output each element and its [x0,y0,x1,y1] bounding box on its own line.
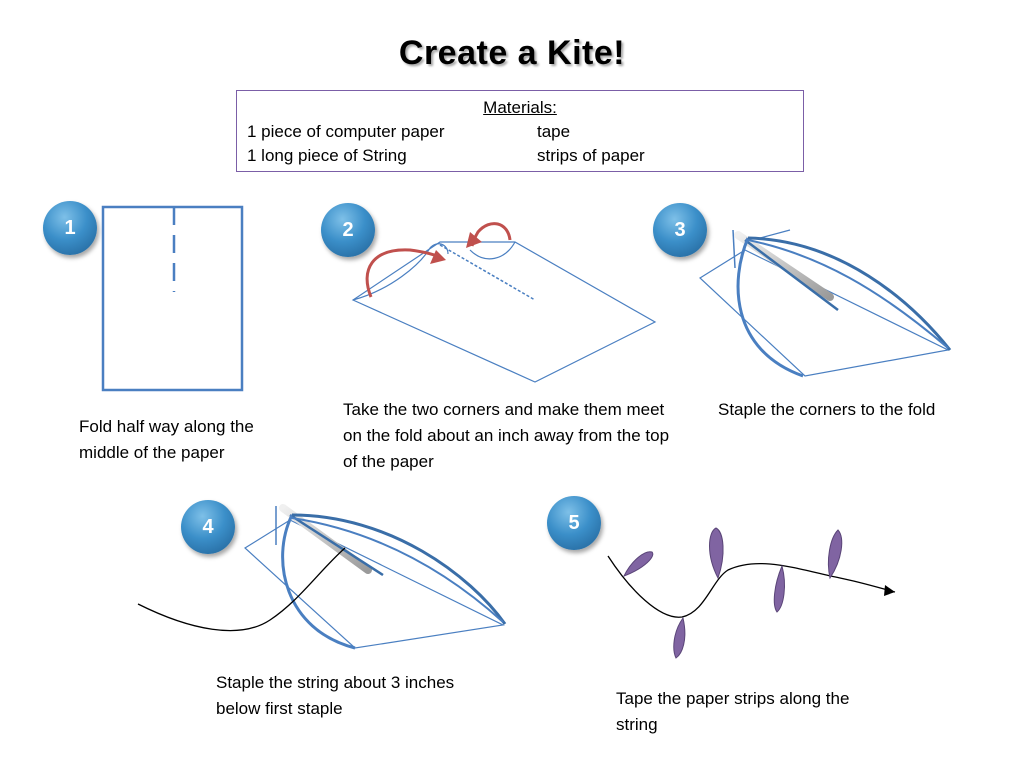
material-item: tape [537,122,571,141]
materials-box: Materials: 1 piece of computer paper tap… [236,90,804,172]
step-3-badge: 3 [653,203,707,257]
paper-strip [773,564,785,613]
paper-strip [622,551,654,577]
kite-string [137,547,346,632]
step-5-caption: Tape the paper strips along the string [616,689,850,734]
page-title: Create a Kite! [398,34,626,72]
step-1-paper-illustration [101,205,244,392]
step-2-folding-illustration [351,222,657,383]
string-end-arrow [884,585,895,596]
step-4-badge: 4 [181,500,235,554]
material-item: strips of paper [537,146,645,165]
paper-strip [827,529,843,580]
curved-arrow-left [365,248,442,298]
paper-sheet [101,205,244,392]
materials-heading: Materials: [483,98,557,117]
kite-outline [244,519,505,649]
step-5-tail-illustration [607,527,896,659]
folded-corner-left [352,243,449,301]
material-item: 1 long piece of String [247,146,407,165]
tail-string [607,555,896,618]
fold-line [439,244,536,301]
paper-edge [759,229,791,239]
kite-left-curve [281,514,356,650]
step-3-kite-illustration [699,229,952,378]
kite-right-curve [291,513,507,625]
arrow-head-left [430,250,446,264]
paper-edge [732,229,736,269]
kite-inner-curve [291,517,504,623]
material-item: 1 piece of computer paper [247,122,445,141]
kite-left-curve [736,237,804,378]
fold-line [289,513,384,577]
arrow-head-right [466,232,482,248]
step-2-badge: 2 [321,203,375,257]
kite-inner-curve [747,239,949,349]
paper-sheet [351,241,657,383]
kite-outline [699,249,950,377]
fold-line [744,239,839,311]
step-1-caption: Fold half way along the middle of the pa… [79,417,254,462]
folded-corner-right [469,241,516,260]
step-3-caption: Staple the corners to the fold [718,400,936,419]
step-4-caption: Staple the string about 3 inches below f… [216,673,455,718]
step-2-caption: Take the two corners and make them meet … [343,400,670,471]
step-4-kite-illustration [137,504,507,650]
step-5-badge: 5 [547,496,601,550]
step-1-badge: 1 [43,201,97,255]
paper-strip [709,527,724,580]
kite-right-curve [747,236,952,351]
paper-strip [673,616,686,659]
